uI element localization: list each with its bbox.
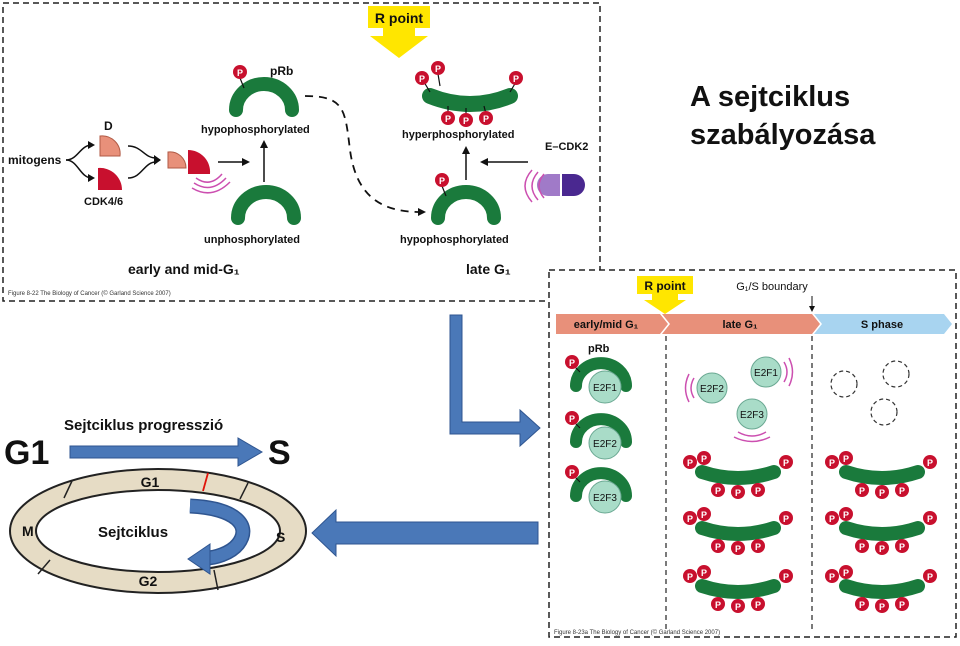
prb-hyper-s-1 <box>825 451 937 499</box>
free-e2f3: E2F3 <box>733 398 771 443</box>
prb-label-top: pRb <box>270 64 293 78</box>
empty-e2f-slot-2 <box>882 360 910 388</box>
e2f1-label-late: E2F1 <box>754 368 778 379</box>
slide-title-line2: szabályozása <box>690 119 876 151</box>
prb-label-right: pRb <box>588 343 610 355</box>
prb-hyper-s-3 <box>825 565 937 613</box>
prb-hypo-late-icon <box>431 185 501 225</box>
top-figure-caption: Figure 8-22 The Biology of Cancer (© Gar… <box>8 290 171 297</box>
cyclin-d-cdk-complex-icon <box>167 149 231 194</box>
prb-hyper-late-2 <box>683 507 793 555</box>
e2f2-label-early: E2F2 <box>593 439 617 450</box>
phase-s-label: S phase <box>861 319 903 331</box>
early-mid-g1-label: early and mid-G₁ <box>128 261 240 277</box>
prb-hyper-late-3 <box>683 565 793 613</box>
phase-late-g1 <box>662 314 820 334</box>
ecdk2-label: E–CDK2 <box>545 141 588 153</box>
phase-s <box>814 314 952 334</box>
empty-e2f-slot-3 <box>870 398 898 426</box>
prb-e2f1-complex: E2F1 <box>565 355 632 404</box>
r-point-marker-right: R point <box>637 276 693 314</box>
cdk46-icon <box>98 167 123 190</box>
cdk46-label: CDK4/6 <box>84 196 123 208</box>
right-figure-caption: Figure 8-23a The Biology of Cancer (© Ga… <box>554 629 720 636</box>
arrow-to-cycle <box>311 508 539 558</box>
phase-early-mid-label: early/mid G₁ <box>574 319 639 331</box>
slide-title-line1: A sejtciklus <box>690 81 851 113</box>
prb-unphos-icon <box>231 185 301 225</box>
s-big-label: S <box>268 434 291 472</box>
e-cdk2-complex-icon <box>524 169 585 203</box>
e2f3-label-free: E2F3 <box>740 410 764 421</box>
e2f3-label-early: E2F3 <box>593 493 617 504</box>
cycle-s-label: S <box>276 529 285 545</box>
cycle-center-label: Sejtciklus <box>98 524 168 541</box>
prb-hyper-icon <box>415 61 523 127</box>
phase-late-label: late G₁ <box>722 319 758 331</box>
progression-arrow <box>69 437 263 467</box>
r-point-label: R point <box>375 10 424 26</box>
cycle-g1-label: G1 <box>141 474 160 490</box>
free-e2f2: E2F2 <box>684 372 728 404</box>
prb-e2f3-complex: E2F3 <box>565 465 632 514</box>
late-g1-label: late G₁ <box>466 261 511 277</box>
mitogens-label: mitogens <box>8 153 62 167</box>
unphos-label: unphosphorylated <box>204 234 300 246</box>
cyclin-d-icon <box>99 135 121 157</box>
top-figure-frame <box>2 2 601 302</box>
r-point-right-label: R point <box>644 279 685 293</box>
e2f2-label-late: E2F2 <box>700 384 724 395</box>
free-e2f1: E2F1 <box>750 356 794 388</box>
slide-title: A sejtciklus szabályozása <box>690 78 930 154</box>
g1-big-label: G1 <box>4 434 49 472</box>
prb-hyper-late-1 <box>683 451 793 499</box>
prb-hyper-s-2 <box>825 507 937 555</box>
e2f1-label-early: E2F1 <box>593 383 617 394</box>
hypo-label-left: hypophosphorylated <box>201 124 310 136</box>
cycle-g2-label: G2 <box>139 573 158 589</box>
empty-e2f-slot-1 <box>830 370 858 398</box>
cycle-curved-arrow <box>187 498 251 575</box>
hyper-label: hyperphosphorylated <box>402 129 514 141</box>
hypo-label-right: hypophosphorylated <box>400 234 509 246</box>
arrow-to-right-figure <box>449 314 541 448</box>
phase-early-mid-g1 <box>556 314 668 334</box>
cyclin-d-label: D <box>104 119 113 133</box>
prb-hypo-icon <box>229 77 299 117</box>
prb-e2f2-complex: E2F2 <box>565 411 632 460</box>
progression-label: Sejtciklus progresszió <box>64 417 223 434</box>
r-point-marker: R point <box>368 6 430 58</box>
cycle-m-label: M <box>22 523 34 539</box>
g1s-boundary-label: G₁/S boundary <box>736 281 808 293</box>
